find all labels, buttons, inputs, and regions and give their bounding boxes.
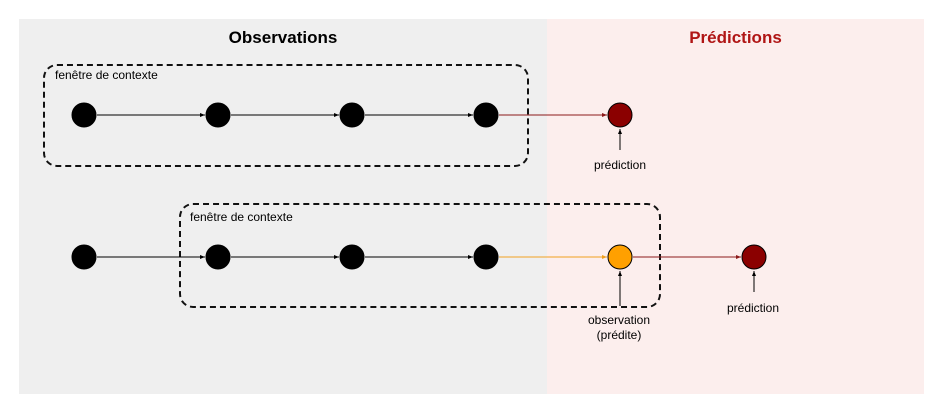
- predictions-heading: Prédictions: [689, 28, 782, 47]
- node-r1-observed-3: [339, 102, 365, 128]
- predictions-region: [547, 19, 924, 394]
- node-r1-prediction: [607, 102, 633, 128]
- context-window-label-row2: fenêtre de contexte: [190, 210, 293, 224]
- caption-observation-line2: (prédite): [596, 328, 642, 342]
- node-r1-observed-4: [473, 102, 499, 128]
- caption-prediction-row1: prédiction: [593, 158, 647, 172]
- node-r1-observed-2: [205, 102, 231, 128]
- observations-heading: Observations: [228, 28, 338, 47]
- node-r2-prediction: [741, 244, 767, 270]
- caption-observation-predicted: observation (prédite): [564, 313, 674, 343]
- node-r2-predicted-observation: [607, 244, 633, 270]
- caption-prediction-row2: prédiction: [726, 301, 780, 315]
- observations-region: [19, 19, 547, 394]
- node-r2-observed-1: [71, 244, 97, 270]
- node-r1-observed-1: [71, 102, 97, 128]
- context-window-row2: [179, 203, 661, 308]
- context-window-label-row1: fenêtre de contexte: [55, 68, 158, 82]
- node-r2-observed-4: [473, 244, 499, 270]
- node-r2-observed-3: [339, 244, 365, 270]
- caption-observation-line1: observation: [587, 313, 651, 327]
- node-r2-observed-2: [205, 244, 231, 270]
